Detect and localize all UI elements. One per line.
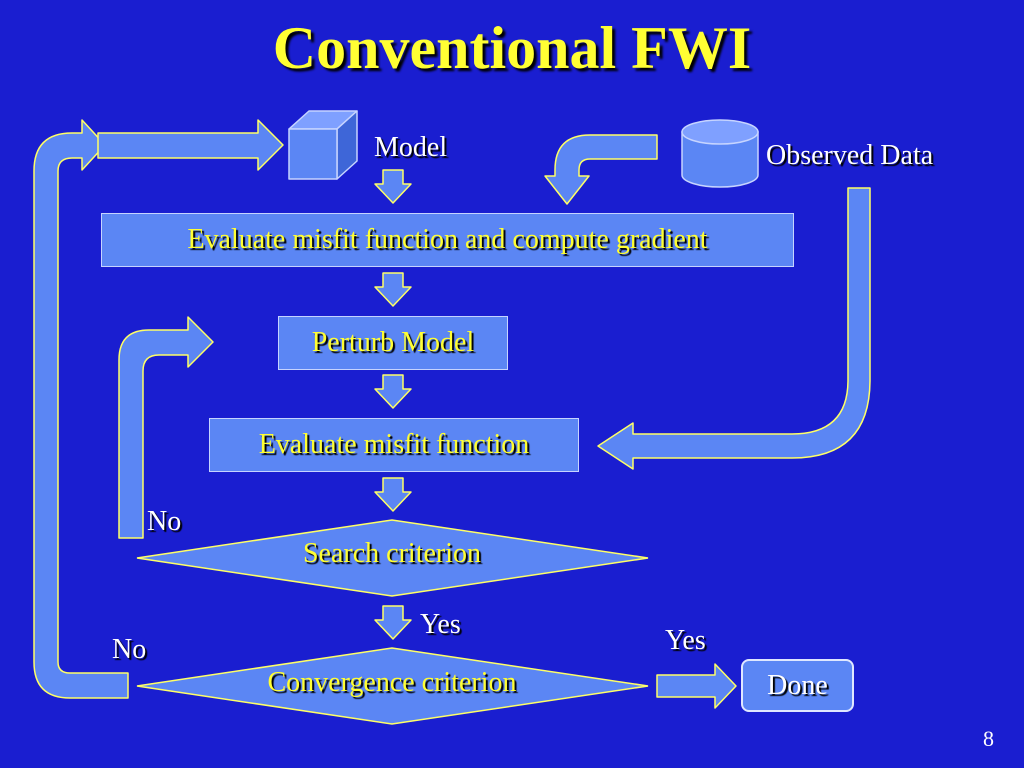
yes-label-convergence: Yes xyxy=(665,625,706,656)
no-label-convergence: No xyxy=(112,634,147,665)
to-done-arrow xyxy=(656,663,737,709)
convergence-criterion-label: Convergence criterion xyxy=(267,667,517,698)
down-arrow-2 xyxy=(374,272,412,307)
evaluate-gradient-box: Evaluate misfit function and compute gra… xyxy=(101,213,794,267)
model-label: Model xyxy=(374,132,448,163)
down-arrow-1 xyxy=(374,169,412,204)
search-criterion-diamond xyxy=(136,519,649,597)
no-label-search: No xyxy=(147,506,182,537)
observed-to-misfit-arrow xyxy=(597,187,871,470)
done-box: Done xyxy=(741,659,854,712)
convergence-criterion-diamond xyxy=(136,647,649,725)
slide-title: Conventional FWI xyxy=(272,15,752,81)
observed-data-label: Observed Data xyxy=(766,140,934,171)
observed-to-gradient-arrow xyxy=(544,134,658,205)
down-arrow-3 xyxy=(374,374,412,409)
search-criterion-label: Search criterion xyxy=(302,538,482,569)
outer-loop-arrow xyxy=(33,119,129,699)
evaluate-misfit-box: Evaluate misfit function xyxy=(209,418,579,472)
to-model-arrow xyxy=(97,119,284,171)
database-cylinder-icon xyxy=(681,119,759,188)
yes-label-search: Yes xyxy=(420,609,461,640)
model-cube-icon xyxy=(288,110,358,180)
perturb-model-box: Perturb Model xyxy=(278,316,508,370)
page-number: 8 xyxy=(983,726,994,751)
down-arrow-4 xyxy=(374,477,412,512)
down-arrow-5 xyxy=(374,605,412,640)
inner-loop-arrow xyxy=(118,316,214,539)
